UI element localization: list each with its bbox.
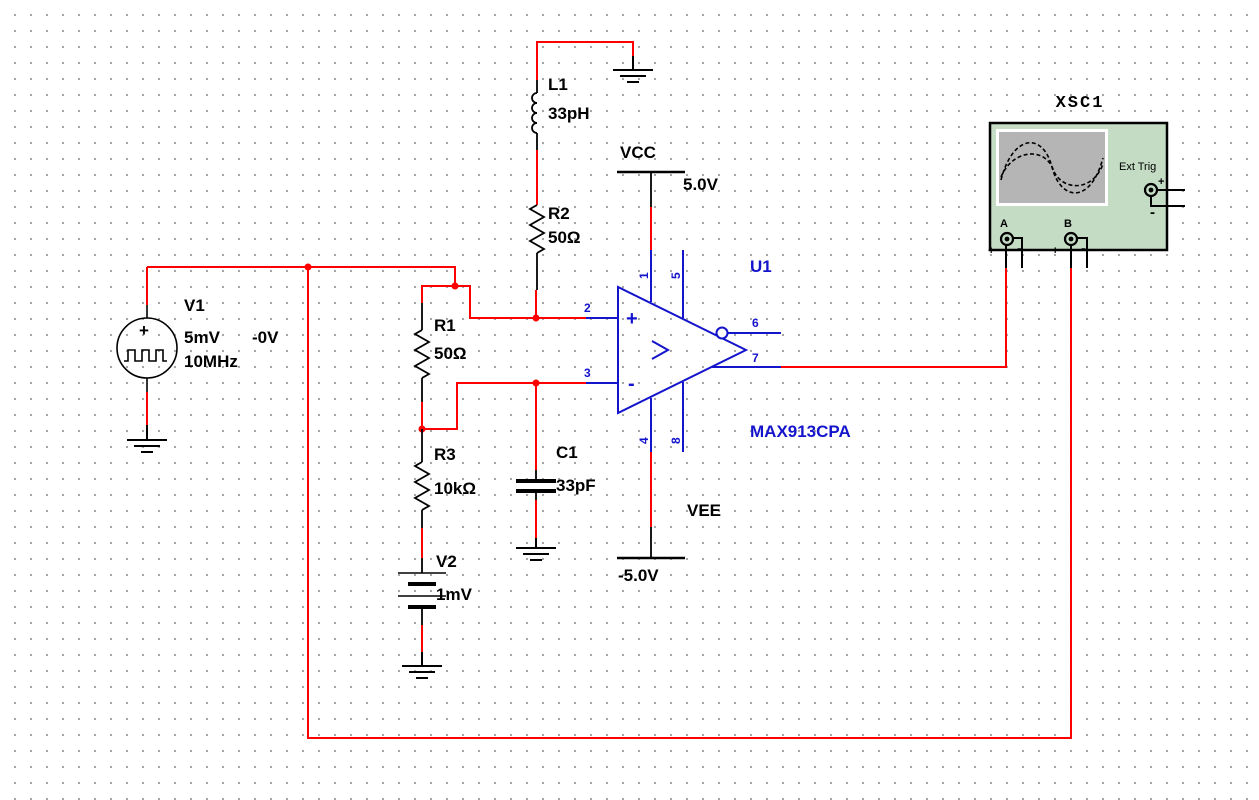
channel-a-minus-mark: -: [1017, 240, 1022, 257]
exttrig-minus-stub: [1150, 196, 1185, 207]
wire-node-to-r1[interactable]: [421, 285, 455, 303]
v1-offset-label: -0V: [252, 328, 279, 347]
ext-trig-label: Ext Trig: [1119, 161, 1156, 173]
r3-ref-label: R3: [434, 445, 456, 464]
r1-value-label: 50Ω: [434, 344, 467, 363]
v1-ref-label: V1: [184, 296, 205, 315]
vee-value-label: -5.0V: [618, 566, 659, 585]
junction-dot: [532, 314, 540, 322]
scope-terminal-exttrig-center: [1148, 187, 1154, 193]
channel-b-minus-mark: -: [1081, 240, 1086, 257]
wire-v1-to-node[interactable]: [147, 266, 456, 286]
junction-dot: [532, 379, 540, 387]
l1-ref-label: L1: [548, 75, 568, 94]
v2-ref-label: V2: [436, 552, 457, 571]
v1-frequency-label: 10MHz: [184, 352, 238, 371]
wire-node-to-pin2[interactable]: [455, 285, 586, 319]
r2-value-label: 50Ω: [548, 228, 581, 247]
u1-pin8-number: 8: [669, 437, 683, 444]
channel-a-plus-mark: +: [988, 245, 994, 257]
u1-pin6-bubble: [715, 326, 729, 340]
vcc-value-label: 5.0V: [683, 175, 719, 194]
wire-l1-top[interactable]: [536, 41, 634, 80]
c1-ref-label: C1: [556, 443, 578, 462]
scope-a-minus-stub: [1013, 237, 1023, 268]
u1-pin6-number: 6: [752, 316, 759, 330]
v1-amplitude-label: 5mV: [184, 328, 221, 347]
oscilloscope-title: XSC1: [1056, 94, 1105, 113]
wire-pin3[interactable]: [422, 382, 586, 430]
junction-dot: [451, 282, 459, 290]
wire-output-to-scope-a[interactable]: [781, 268, 1007, 368]
scope-terminal-b-center: [1068, 236, 1074, 242]
vee-label: VEE: [687, 501, 721, 520]
exttrig-plus-mark: +: [1158, 176, 1164, 188]
scope-waveform-small: [1000, 153, 1104, 187]
r2-resistor-symbol[interactable]: [528, 204, 546, 254]
scope-b-minus-stub: [1077, 237, 1088, 268]
channel-a-label: A: [1000, 218, 1008, 230]
u1-pin1-number: 1: [637, 272, 651, 279]
channel-b-plus-mark: +: [1052, 245, 1058, 257]
r2-ref-label: R2: [548, 204, 570, 223]
u1-pin4-number: 4: [637, 437, 651, 444]
r3-value-label: 10kΩ: [434, 479, 476, 498]
u1-pin3-number: 3: [584, 366, 591, 380]
v1-plus-mark: +: [139, 321, 149, 340]
scope-terminal-a-center: [1004, 236, 1010, 242]
channel-b-label: B: [1064, 218, 1072, 230]
r1-resistor-symbol[interactable]: [413, 329, 431, 379]
l1-inductor-symbol[interactable]: [531, 92, 538, 134]
u1-part-label: MAX913CPA: [750, 422, 851, 441]
r1-ref-label: R1: [434, 316, 456, 335]
u1-plus-input-mark: +: [626, 308, 638, 330]
r3-resistor-symbol[interactable]: [413, 461, 431, 511]
u1-comparator-gt-symbol: [651, 340, 671, 360]
vcc-label: VCC: [620, 143, 656, 162]
exttrig-minus-mark: -: [1150, 204, 1155, 221]
wire-v1-to-scope-b[interactable]: [307, 267, 1072, 739]
u1-minus-input-mark: -: [628, 373, 635, 395]
v1-squarewave-icon: [124, 349, 167, 362]
junction-dot: [304, 263, 312, 271]
c1-value-label: 33pF: [556, 476, 596, 495]
u1-pin5-number: 5: [669, 272, 683, 279]
l1-value-label: 33pH: [548, 104, 590, 123]
u1-ref-label: U1: [750, 257, 772, 276]
u1-pin2-number: 2: [584, 301, 591, 315]
v2-value-label: 1mV: [436, 585, 473, 604]
u1-comparator-symbol[interactable]: [617, 285, 749, 415]
u1-pin7-number: 7: [752, 351, 759, 365]
